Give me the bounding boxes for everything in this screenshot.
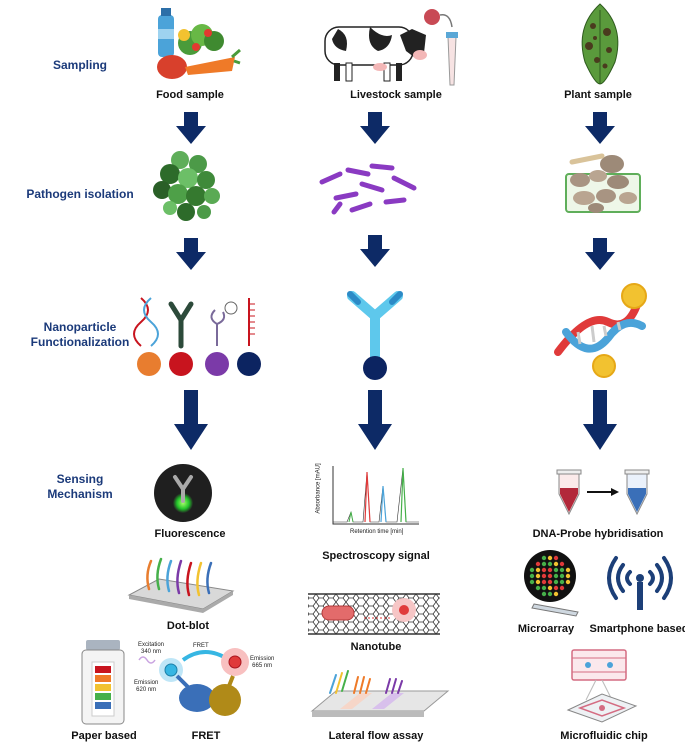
spectroscopy-x-label: Retention time [min]: [350, 529, 404, 535]
microarray-spot: [559, 585, 565, 591]
livestock-sample-icon: [324, 9, 458, 86]
smartphone-signal-icon: [607, 556, 673, 610]
arrow-down-icon: [358, 390, 392, 450]
microarray-spot: [553, 591, 559, 597]
microarray-spot: [559, 561, 565, 567]
spectroscopy-y-label: Absorbance [mAU]: [315, 463, 322, 514]
microarray-spot: [535, 561, 541, 567]
lateral-flow-strip-icon: [310, 670, 450, 717]
microarray-label: Microarray: [517, 623, 575, 635]
arrow-down-icon: [585, 112, 615, 144]
dna-gold-nanoparticle-icon: [554, 283, 647, 378]
microarray-spot: [541, 591, 547, 597]
bacteria-cluster-icon: [153, 151, 220, 221]
microarray-spot: [565, 573, 571, 579]
microarray-spot: [529, 567, 535, 573]
fret-title-label: FRET: [191, 730, 221, 742]
microarray-spot: [529, 573, 535, 579]
microarray-spot: [541, 573, 547, 579]
microarray-spot: [565, 579, 571, 585]
plant-sample-label: Plant sample: [564, 89, 632, 101]
paper-based-label: Paper based: [71, 730, 137, 742]
microarray-spot: [553, 573, 559, 579]
fret-label: FRET: [193, 643, 209, 649]
arrow-down-icon: [176, 238, 206, 270]
microarray-spot: [547, 561, 553, 567]
microarray-spot: [535, 579, 541, 585]
seeds-icon: [565, 153, 641, 213]
microarray-spot: [547, 555, 553, 561]
dna-probe-tubes-icon: [556, 469, 650, 516]
microarray-spot: [553, 567, 559, 573]
microfluidic-label: Microfluidic chip: [560, 730, 648, 742]
microarray-spot: [535, 567, 541, 573]
microarray-spot: [559, 579, 565, 585]
nanotube-icon: [308, 593, 440, 635]
arrow-down-icon: [583, 390, 617, 450]
microarray-spot: [547, 567, 553, 573]
nanotube-label: Nanotube: [350, 641, 402, 653]
smartphone-label: Smartphone based: [589, 623, 685, 635]
plant-leaf-icon: [581, 3, 619, 85]
microarray-spot: [535, 585, 541, 591]
arrow-down-icon: [360, 112, 390, 144]
dna-probe-label: DNA-Probe hybridisation: [532, 528, 664, 540]
microfluidic-chip-icon: [566, 649, 638, 723]
spectroscopy-label: Spectroscopy signal: [322, 550, 430, 562]
microarray-spot: [565, 567, 571, 573]
arrow-down-icon: [174, 390, 208, 450]
microarray-spot: [541, 585, 547, 591]
microarray-spot: [553, 555, 559, 561]
microarray-spot: [541, 561, 547, 567]
microarray-spot: [541, 555, 547, 561]
microarray-spot: [541, 567, 547, 573]
microarray-spot: [535, 573, 541, 579]
microarray-spot: [547, 591, 553, 597]
microarray-spot: [547, 585, 553, 591]
arrow-down-icon: [360, 235, 390, 267]
spectroscopy-chart-icon: [332, 466, 419, 525]
fluorescence-icon: [154, 464, 212, 522]
microarray-spot: [559, 567, 565, 573]
food-sample-label: Food sample: [156, 89, 224, 101]
stage-sampling: Sampling: [52, 58, 107, 72]
bacilli-icon: [319, 163, 417, 215]
arrow-down-icon: [176, 112, 206, 144]
microarray-spot: [541, 579, 547, 585]
microarray-spot: [559, 573, 565, 579]
paper-strip-vial-icon: [81, 640, 125, 725]
fluorescence-label: Fluorescence: [154, 528, 226, 540]
livestock-sample-label: Livestock sample: [350, 89, 442, 101]
microarray-spot: [553, 585, 559, 591]
arrow-down-icon: [585, 238, 615, 270]
lateral-flow-label: Lateral flow assay: [328, 730, 424, 742]
microarray-icon: [524, 550, 579, 617]
microarray-spot: [547, 573, 553, 579]
dot-blot-icon: [127, 557, 235, 613]
antibody-nanoparticle-icon: [347, 291, 403, 380]
food-sample-icon: [157, 8, 241, 79]
microarray-spot: [529, 579, 535, 585]
microarray-spot: [553, 579, 559, 585]
microarray-spot: [547, 579, 553, 585]
fret-diagram-icon: [138, 648, 249, 716]
microarray-spot: [553, 561, 559, 567]
stage-pathogen-isolation: Pathogen isolation: [26, 187, 134, 201]
functionalized-nanoparticles-icon: [133, 297, 261, 376]
dot-blot-label: Dot-blot: [166, 620, 210, 632]
